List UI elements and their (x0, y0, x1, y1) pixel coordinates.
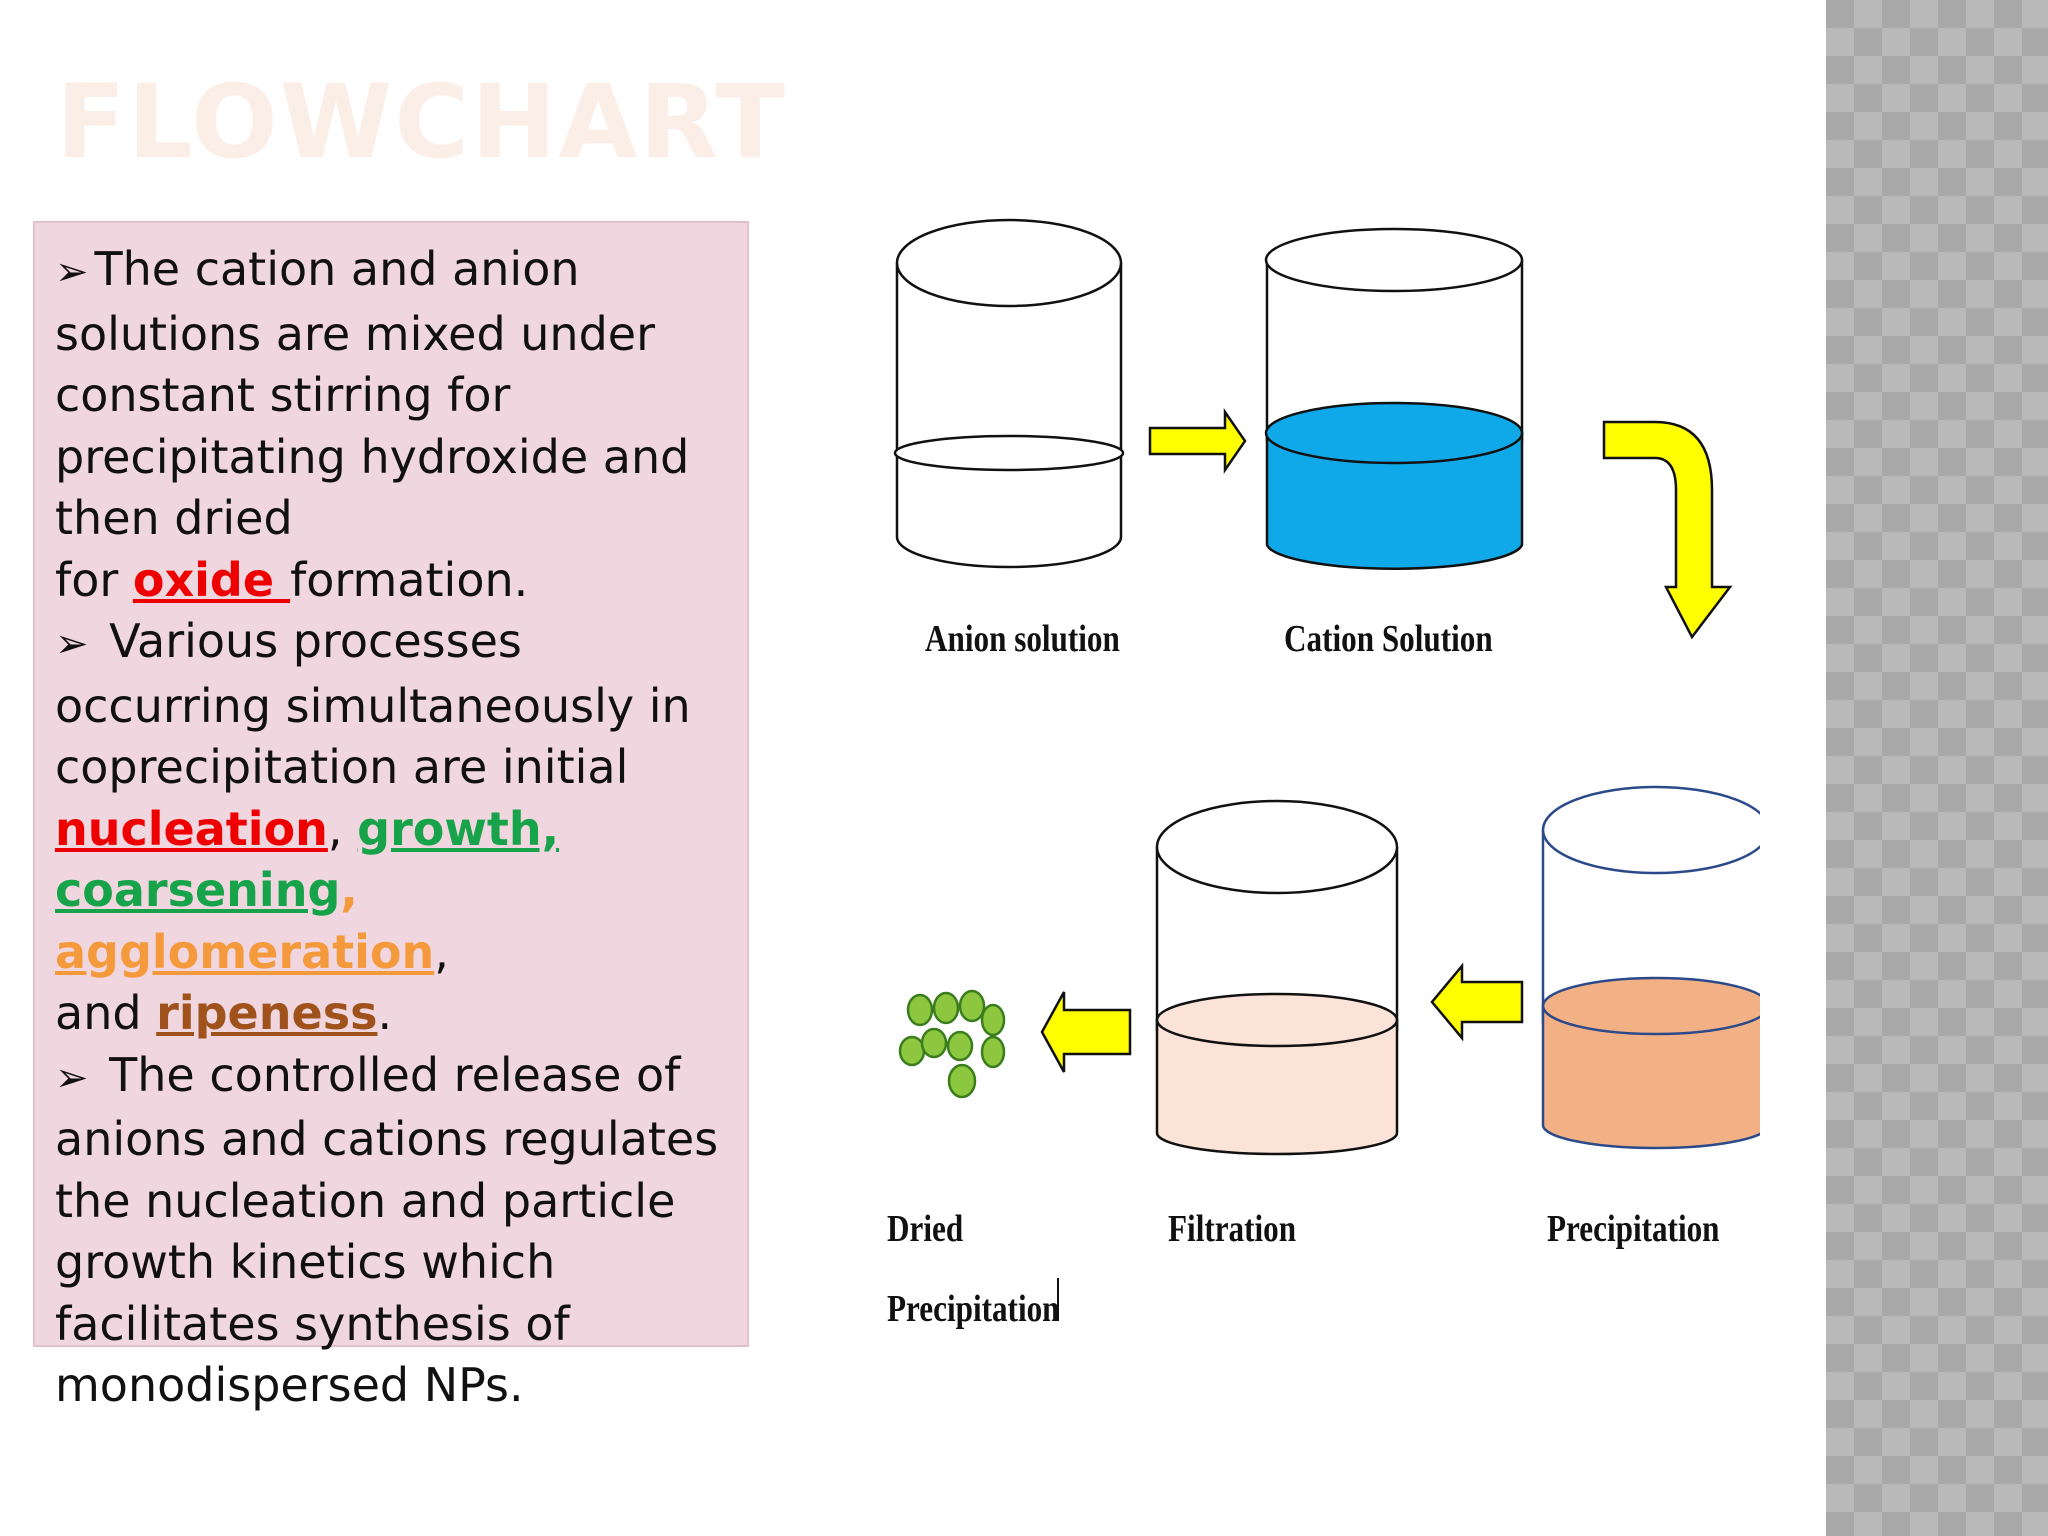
arrow-right-icon (1150, 412, 1245, 470)
anion-beaker (895, 220, 1123, 567)
slide-title: FLOWCHART (56, 72, 787, 174)
label-precipitation: Precipitation (1547, 1207, 1720, 1251)
keyword-nucleation: nucleation (55, 802, 328, 856)
description-panel: ➢The cation and anion solutions are mixe… (33, 221, 749, 1347)
paragraph-controlled-release: ➢ The controlled release of anions and c… (55, 1045, 727, 1417)
paragraph-processes: ➢ Various processes occurring simultaneo… (55, 611, 727, 1045)
arrow-left-icon (1042, 992, 1130, 1072)
label-cation-solution: Cation Solution (1284, 617, 1493, 661)
precipitation-beaker (1543, 787, 1760, 1148)
arrow-bullet-icon: ➢ (55, 1055, 89, 1101)
arrow-bullet-icon: ➢ (55, 249, 89, 295)
paragraph-mixing: ➢The cation and anion solutions are mixe… (55, 239, 727, 611)
filtration-beaker (1157, 801, 1397, 1154)
keyword-agglomeration: agglomeration (55, 925, 434, 979)
flowchart-graphics (860, 190, 1760, 1350)
arrow-bullet-icon: ➢ (55, 621, 89, 667)
keyword-coarsening: coarsening (55, 863, 340, 917)
dried-particles-icon (900, 991, 1004, 1097)
label-dried-precipitation: Precipitation (887, 1287, 1060, 1331)
label-anion-solution: Anion solution (925, 617, 1120, 661)
arrow-left-icon (1432, 966, 1522, 1038)
keyword-oxide: oxide (133, 553, 290, 607)
cation-beaker (1266, 229, 1522, 569)
curved-arrow-down-icon (1604, 422, 1730, 637)
label-filtration: Filtration (1168, 1207, 1296, 1251)
label-dried: Dried (887, 1207, 963, 1251)
keyword-ripeness: ripeness (156, 986, 377, 1040)
flowchart-diagram: Anion solution Cation Solution Precipita… (860, 190, 1760, 1350)
decorative-side-pattern (1826, 0, 2048, 1536)
keyword-growth: growth, (357, 802, 559, 856)
